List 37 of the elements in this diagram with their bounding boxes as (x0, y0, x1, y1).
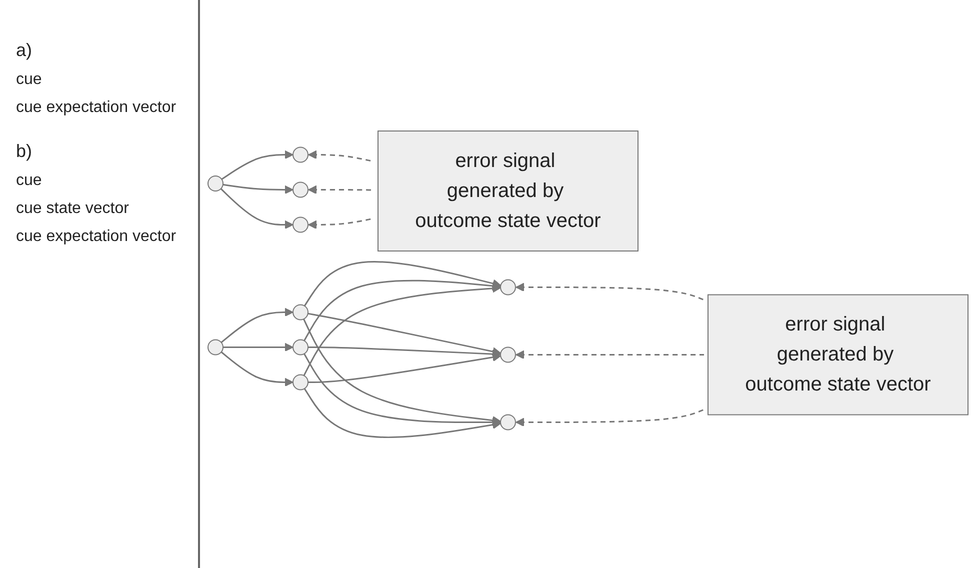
arrow (303, 318, 501, 425)
node-circle (500, 279, 516, 296)
panel-label: b) (16, 141, 34, 162)
arrow (220, 188, 294, 229)
node-circle (500, 414, 516, 430)
node-circle (500, 346, 516, 363)
panel-label: a) (16, 40, 34, 61)
node-circle (292, 374, 308, 390)
column-label: cue expectation vector (16, 99, 178, 117)
node-circle (292, 182, 308, 198)
node-box: error signal generated by outcome state vector (708, 294, 968, 416)
node-circle (292, 339, 308, 356)
arrow (516, 408, 705, 426)
column-label: cue (16, 172, 43, 190)
arrow (516, 282, 705, 301)
node-circle (208, 175, 224, 192)
arrow (222, 184, 294, 194)
arrow (304, 280, 501, 341)
column-label: cue (16, 71, 43, 89)
arrow (221, 150, 294, 180)
arrow (220, 351, 294, 386)
node-circle (292, 304, 308, 320)
node-box: error signal generated by outcome state vector (378, 130, 638, 252)
arrow (304, 260, 502, 306)
arrow (308, 352, 501, 383)
arrow (220, 308, 294, 343)
arrow (516, 350, 704, 359)
arrow (304, 353, 501, 426)
node-circle (208, 339, 224, 356)
arrow (304, 388, 501, 438)
node-circle (292, 146, 308, 163)
arrow (308, 185, 374, 194)
node-circle (292, 216, 308, 233)
arrow (308, 312, 502, 356)
column-label: cue state vector (16, 200, 130, 218)
column-label: cue expectation vector (16, 228, 178, 246)
arrow (223, 342, 294, 352)
